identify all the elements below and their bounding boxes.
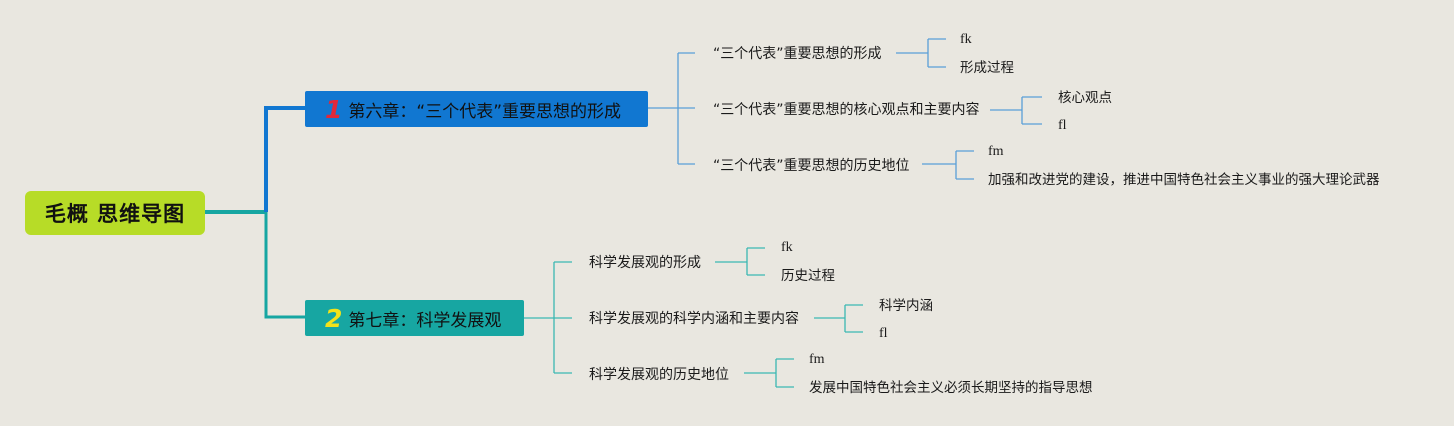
trunk-to-chapter-1 (264, 106, 305, 212)
leaf-node[interactable]: fk (781, 240, 793, 255)
chapter-number-badge: 1 (325, 94, 343, 124)
chapter-2-bracket (524, 247, 863, 388)
branch-node[interactable]: “三个代表”重要思想的历史地位 (713, 158, 910, 174)
chapter-title: 第七章：科学发展观 (348, 310, 502, 331)
chapter-node-7[interactable]: 2 第七章：科学发展观 (305, 300, 524, 336)
root-node[interactable]: 毛概 思维导图 (25, 191, 205, 235)
branch-node[interactable]: 科学发展观的形成 (589, 255, 701, 271)
branch-node[interactable]: “三个代表”重要思想的形成 (713, 46, 882, 62)
branch-node[interactable]: 科学发展观的历史地位 (589, 367, 729, 383)
chapter-1-bracket (648, 38, 1042, 180)
chapter-number-badge: 2 (325, 303, 343, 333)
chapter-title: 第六章：“三个代表”重要思想的形成 (348, 101, 622, 122)
leaf-node[interactable]: 核心观点 (1058, 90, 1112, 106)
leaf-node[interactable]: fl (1058, 118, 1067, 133)
leaf-node[interactable]: fm (809, 352, 825, 367)
branch-node[interactable]: “三个代表”重要思想的核心观点和主要内容 (713, 102, 980, 118)
leaf-node[interactable]: 科学内涵 (879, 298, 933, 314)
chapter-node-6[interactable]: 1 第六章：“三个代表”重要思想的形成 (305, 91, 648, 127)
leaf-node[interactable]: fk (960, 32, 972, 47)
leaf-node[interactable]: 历史过程 (781, 268, 835, 284)
branch-node[interactable]: 科学发展观的科学内涵和主要内容 (589, 311, 799, 327)
leaf-node[interactable]: 加强和改进党的建设，推进中国特色社会主义事业的强大理论武器 (988, 172, 1380, 188)
leaf-node[interactable]: 形成过程 (960, 60, 1014, 76)
leaf-node[interactable]: 发展中国特色社会主义必须长期坚持的指导思想 (809, 380, 1093, 396)
leaf-node[interactable]: fm (988, 144, 1004, 159)
trunk-to-chapter-2 (264, 212, 305, 319)
leaf-node[interactable]: fl (879, 326, 888, 341)
